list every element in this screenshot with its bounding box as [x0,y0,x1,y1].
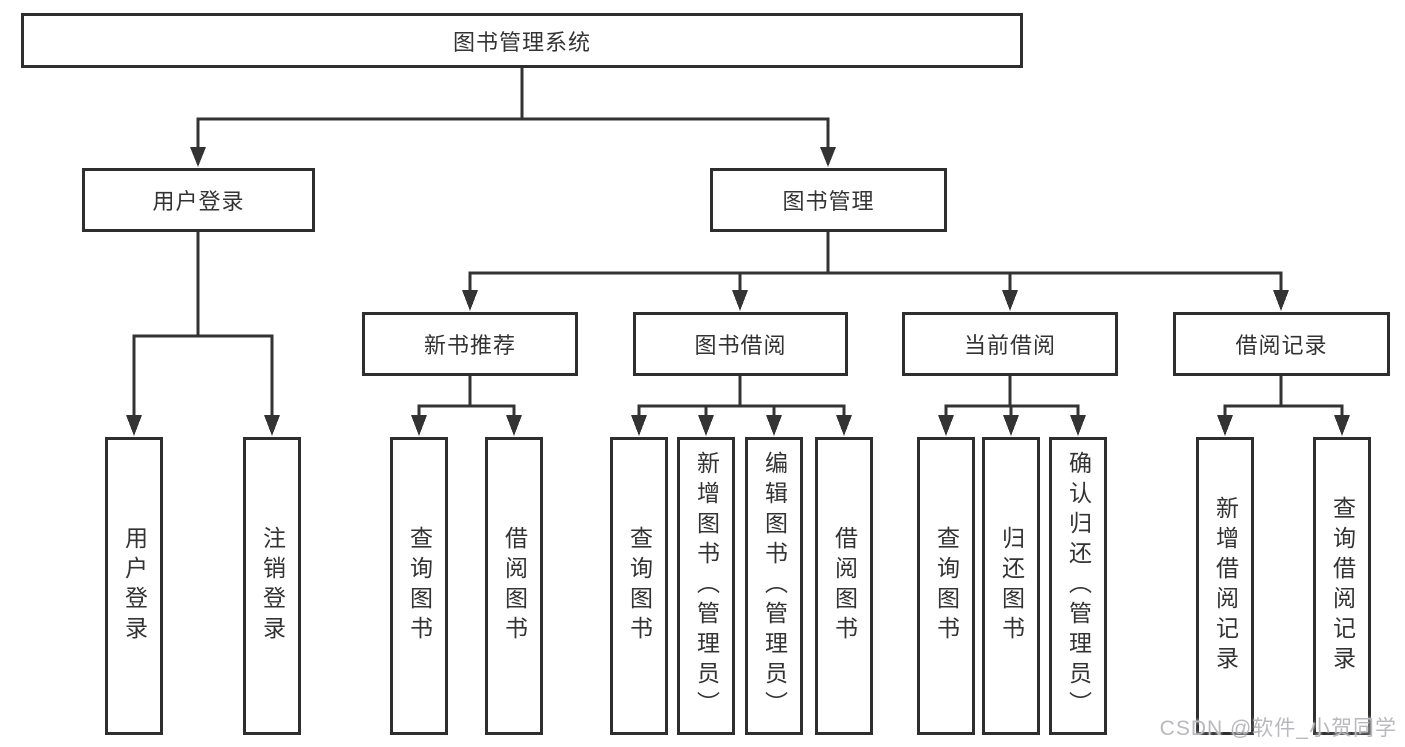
node-add-borrow-record-label: 新增借阅记录 [1212,496,1239,676]
node-book-borrowing: 图书借阅 [633,312,848,376]
node-borrow-records-label: 借阅记录 [1235,333,1328,358]
node-rec-query-books: 查询图书 [390,437,448,735]
node-borrow-query-books-label: 查询图书 [626,526,653,646]
csdn-watermark: CSDN @软件_小贺同学 [1159,717,1397,740]
node-confirm-return-admin: 确认归还（管理员） [1049,437,1107,735]
node-query-borrow-record-label: 查询借阅记录 [1329,496,1356,676]
node-add-borrow-record: 新增借阅记录 [1196,437,1254,735]
node-root: 图书管理系统 [21,13,1023,68]
node-borrow-query-books: 查询图书 [610,437,668,735]
node-user-login-leaf-label: 用户登录 [121,526,148,646]
node-user-login-group: 用户登录 [82,168,315,232]
node-add-books-admin-label: 新增图书（管理员） [693,451,720,721]
node-user-login-leaf: 用户登录 [105,437,163,735]
node-rec-borrow-books-label: 借阅图书 [501,526,528,646]
node-borrow-books-leaf: 借阅图书 [815,437,873,735]
node-rec-borrow-books: 借阅图书 [485,437,543,735]
node-borrow-records: 借阅记录 [1173,312,1390,376]
node-root-label: 图书管理系统 [452,29,591,55]
node-current-borrowing: 当前借阅 [902,312,1118,376]
node-return-books-label: 归还图书 [998,526,1025,646]
node-borrow-books-leaf-label: 借阅图书 [831,526,858,646]
node-book-borrowing-label: 图书借阅 [694,333,787,358]
node-return-books: 归还图书 [982,437,1040,735]
node-user-login-group-label: 用户登录 [152,189,245,214]
node-add-books-admin: 新增图书（管理员） [677,437,735,735]
node-current-borrowing-label: 当前借阅 [963,333,1056,358]
node-book-management: 图书管理 [710,168,947,232]
node-logout-leaf-label: 注销登录 [259,526,286,646]
node-current-query-books: 查询图书 [917,437,975,735]
node-confirm-return-admin-label: 确认归还（管理员） [1065,451,1092,721]
node-edit-books-admin-label: 编辑图书（管理员） [761,451,788,721]
node-edit-books-admin: 编辑图书（管理员） [745,437,803,735]
node-book-management-label: 图书管理 [782,189,875,214]
node-new-book-recommend-label: 新书推荐 [423,333,516,358]
node-rec-query-books-label: 查询图书 [406,526,433,646]
node-query-borrow-record: 查询借阅记录 [1313,437,1371,735]
node-logout-leaf: 注销登录 [243,437,301,735]
node-current-query-books-label: 查询图书 [933,526,960,646]
node-new-book-recommend: 新书推荐 [362,312,578,376]
